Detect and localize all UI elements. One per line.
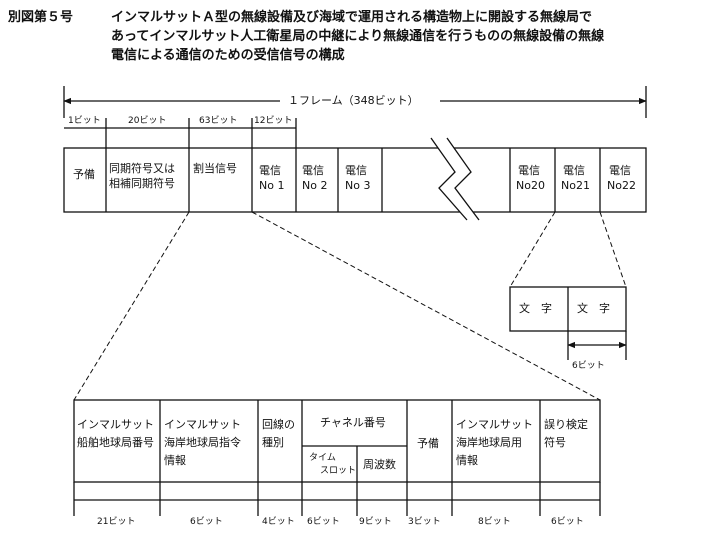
bit-label-channel: 12ビット [254, 116, 293, 126]
assign-cell-reserve: 予備 [417, 437, 439, 450]
frame-cell-ch1-line1: 電信 [259, 164, 281, 177]
char-cell-2: 文 字 [577, 302, 610, 315]
frame-cell-ch20-line2: No20 [516, 179, 545, 192]
assign-leader-right [251, 211, 601, 401]
assign-bit-label-line-type: 4ビット [262, 517, 295, 527]
frame-cell-ch2-line2: No 2 [302, 179, 328, 192]
assign-cell-coastuse-line3: 情報 [456, 454, 478, 467]
assign-cell-errcheck-line2: 符号 [544, 436, 566, 449]
assign-cell-ship-line2: 船舶地球局番号 [77, 436, 154, 449]
char-leader-right [599, 211, 627, 288]
assign-cell-timeslot-line1: タイム [309, 453, 336, 463]
bit-label-assign: 63ビット [199, 116, 238, 126]
char-cell-1: 文 字 [519, 302, 552, 315]
frame-cell-sync-line2: 相補同期符号 [109, 177, 175, 190]
frame-cell-ch22-line2: No22 [607, 179, 636, 192]
assign-cell-line-type-line2: 種別 [262, 436, 284, 449]
char-leader-left [509, 211, 556, 288]
frame-cell-ch2-line1: 電信 [302, 164, 324, 177]
assign-detail-box [73, 399, 601, 483]
frame-cell-ch1-line2: No 1 [259, 179, 285, 192]
frame-total-label: １フレーム（348ビット） [288, 94, 419, 107]
title-line-2: あってインマルサット人工衛星局の中継により無線通信を行うものの無線設備の無線 [111, 29, 605, 44]
assign-cell-ship-line1: インマルサット [77, 418, 154, 431]
frame-cell-sync-line1: 同期符号又は [109, 162, 175, 175]
assign-bit-label-timeslot: 6ビット [307, 517, 340, 527]
figure-number: 別図第５号 [8, 10, 74, 25]
assign-bit-label-frequency: 9ビット [359, 517, 392, 527]
bit-label-reserve: 1ビット [68, 116, 101, 126]
assign-cell-coast-line3: 情報 [164, 454, 186, 467]
assign-leader-left [73, 211, 190, 401]
assign-cell-errcheck-line1: 誤り検定 [544, 418, 588, 431]
assign-bit-label-ship: 21ビット [97, 517, 136, 527]
frame-cell-ch3-line2: No 3 [345, 179, 371, 192]
assign-bit-label-errcheck: 6ビット [551, 517, 584, 527]
assign-cell-channel: チャネル番号 [320, 416, 386, 429]
assign-cell-coastuse-line2: 海岸地球局用 [456, 436, 522, 449]
char-bit-label: 6ビット [572, 361, 605, 371]
frame-cell-ch3-line1: 電信 [345, 164, 367, 177]
assign-cell-timeslot-line2: スロット [320, 466, 357, 476]
assign-cell-coast-line2: 海岸地球局指令 [164, 436, 241, 449]
frame-cell-ch20-line1: 電信 [518, 164, 540, 177]
frame-cell-ch21-line1: 電信 [563, 164, 585, 177]
frame-cell-ch21-line2: No21 [561, 179, 590, 192]
frame-box [63, 147, 647, 213]
assign-cell-coast-line1: インマルサット [164, 418, 241, 431]
break-symbol [430, 137, 480, 221]
assign-cell-frequency: 周波数 [363, 458, 396, 471]
title-line-3: 電信による通信のための受信信号の構成 [111, 48, 345, 63]
assign-cell-coastuse-line1: インマルサット [456, 418, 533, 431]
bit-label-sync: 20ビット [128, 116, 167, 126]
assign-bit-label-reserve: 3ビット [408, 517, 441, 527]
assign-bit-label-coastuse: 8ビット [478, 517, 511, 527]
assign-bit-label-coast: 6ビット [190, 517, 223, 527]
title-line-1: インマルサットＡ型の無線設備及び海域で運用される構造物上に開設する無線局で [111, 10, 593, 25]
frame-cell-assign: 割当信号 [193, 162, 237, 175]
frame-cell-ch22-line1: 電信 [609, 164, 631, 177]
frame-cell-reserve: 予備 [73, 168, 95, 181]
assign-cell-line-type-line1: 回線の [262, 418, 295, 431]
